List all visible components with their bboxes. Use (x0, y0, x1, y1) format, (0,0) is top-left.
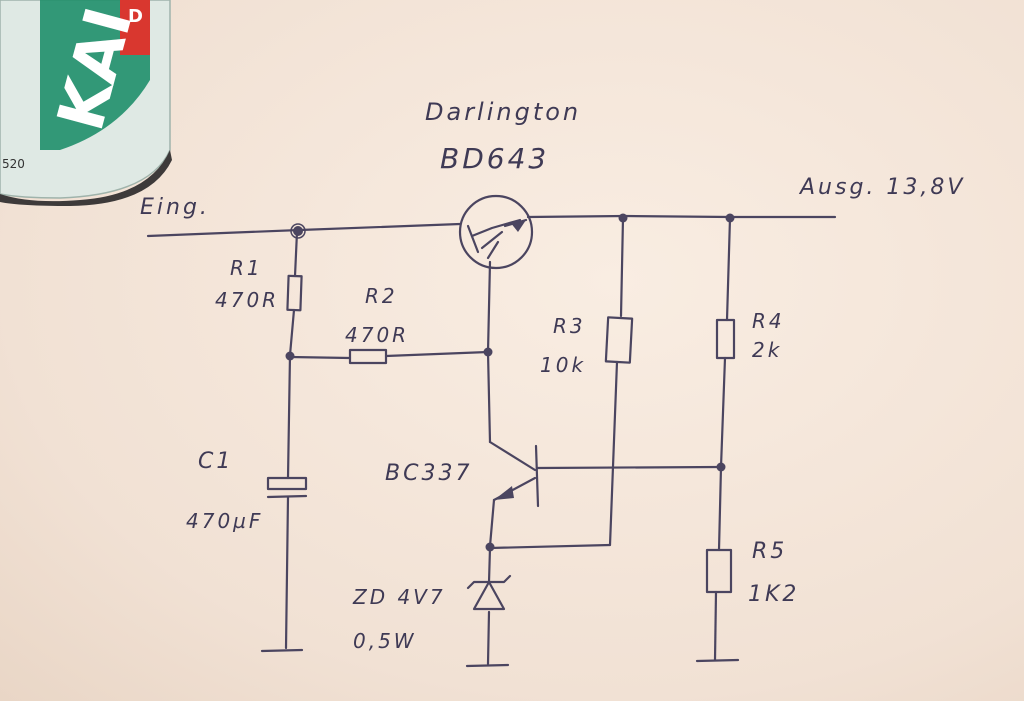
resistor-r1 (286, 274, 303, 312)
zener-part-label: ZD 4V7 (352, 585, 446, 609)
r3-name: R3 (553, 314, 586, 338)
r1-name: R1 (230, 256, 263, 280)
can-small-text: D (128, 6, 143, 27)
zener-diode (466, 574, 512, 611)
resistor-r3 (604, 316, 634, 364)
transistor-part: BD643 (440, 142, 549, 175)
zener-power-label: 0,5W (353, 629, 417, 653)
r2-name: R2 (365, 284, 398, 308)
capacitor-c1 (266, 476, 308, 499)
wires (146, 214, 837, 668)
r1-value: 470R (215, 288, 279, 312)
can-code-text: 520 (2, 157, 25, 171)
darlington-transistor (458, 194, 534, 270)
bc337-transistor (494, 444, 540, 508)
input-label: Eing. (140, 195, 210, 220)
r5-name: R5 (752, 539, 787, 564)
resistor-r4 (715, 318, 736, 360)
r5-value: 1K2 (748, 582, 799, 607)
junction-dots (285, 213, 735, 552)
resistor-r2 (348, 348, 388, 365)
r4-name: R4 (752, 309, 785, 333)
r4-value: 2k (752, 338, 782, 362)
output-label: Ausg. 13,8V (798, 175, 965, 200)
c1-name: C1 (198, 449, 233, 474)
transistor-title: Darlington (425, 98, 581, 126)
bc337-label: BC337 (385, 461, 472, 486)
r3-value: 10k (540, 353, 586, 377)
resistor-r5 (705, 548, 733, 594)
c1-value: 470µF (186, 509, 263, 533)
spray-can: D KAI 520 (0, 0, 172, 206)
r2-value: 470R (345, 323, 409, 347)
